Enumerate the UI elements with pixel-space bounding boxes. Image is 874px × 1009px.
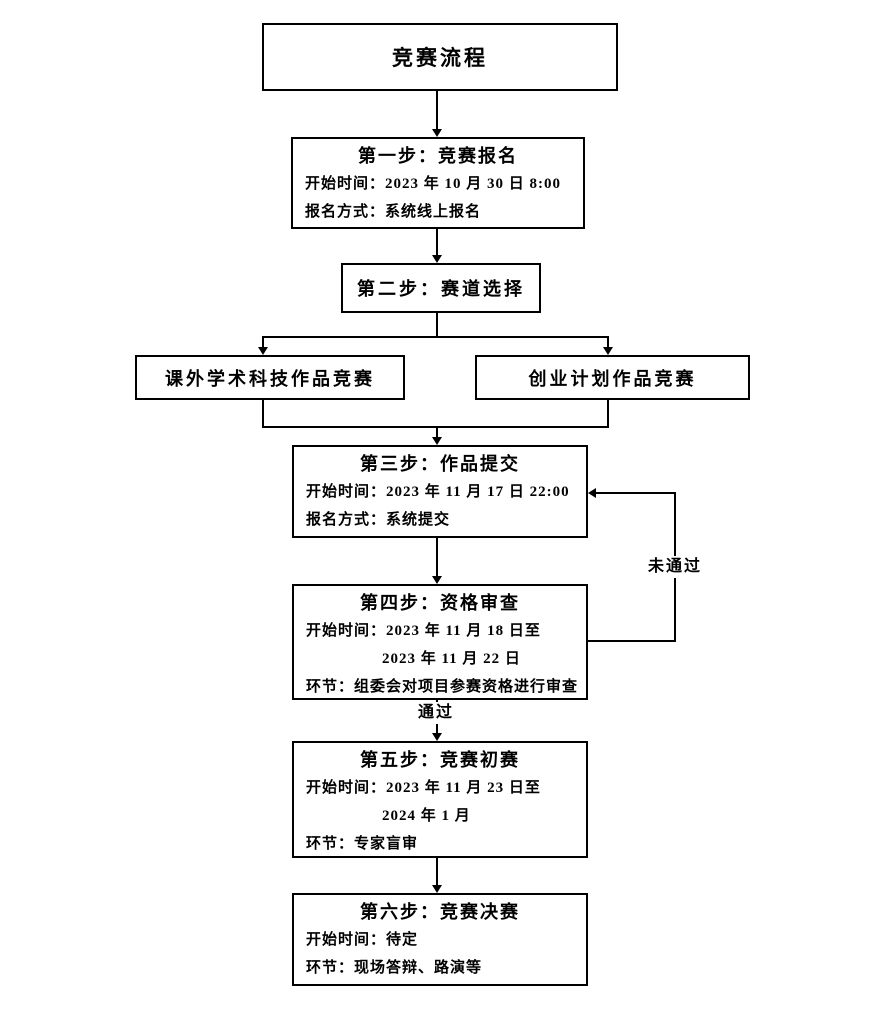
step6-line-session: 环节：现场答辩、路演等 [306, 960, 483, 976]
arrow-down-branch-left-icon [258, 347, 268, 355]
step5-line-end-time: 2024 年 1 月 [382, 808, 471, 824]
step3-title: 第三步：作品提交 [360, 454, 520, 474]
step2-box: 第二步：赛道选择 [341, 263, 541, 313]
step3-line-method: 报名方式：系统提交 [306, 512, 451, 528]
connector-merge-left-drop [262, 400, 264, 428]
step2-title: 第二步：赛道选择 [357, 279, 525, 299]
flow-title-box: 竞赛流程 [262, 23, 618, 91]
step4-title: 第四步：资格审查 [360, 593, 520, 613]
branch-entrepreneurship-box: 创业计划作品竞赛 [475, 355, 750, 400]
connector-merge-horizontal [262, 426, 609, 428]
step4-box: 第四步：资格审查 开始时间：2023 年 11 月 18 日至 2023 年 1… [292, 584, 588, 700]
arrow-down-step4-icon [432, 576, 442, 584]
branch-entrepreneurship-label: 创业计划作品竞赛 [528, 368, 697, 389]
step4-line-end-time: 2023 年 11 月 22 日 [382, 651, 521, 667]
arrow-down-step3-icon [432, 437, 442, 445]
step6-box: 第六步：竞赛决赛 开始时间：待定 环节：现场答辩、路演等 [292, 893, 588, 986]
connector-split-right-drop [607, 336, 609, 348]
connector-step5-step6-line [436, 858, 438, 887]
arrow-down-step5-icon [432, 733, 442, 741]
arrow-down-branch-right-icon [603, 347, 613, 355]
feedback-bottom-horizontal [588, 640, 676, 642]
arrow-down-step1-icon [432, 129, 442, 137]
arrow-down-step6-icon [432, 885, 442, 893]
step6-line-start-time: 开始时间：待定 [306, 932, 419, 948]
connector-merge-stem [436, 426, 438, 438]
edge-label-pass: 通过 [414, 702, 458, 724]
branch-academic-label: 课外学术科技作品竞赛 [165, 368, 375, 389]
step4-line-session: 环节：组委会对项目参赛资格进行审查 [306, 679, 579, 695]
branch-academic-box: 课外学术科技作品竞赛 [135, 355, 405, 400]
step1-line-start-time: 开始时间：2023 年 10 月 30 日 8:00 [305, 176, 561, 192]
step3-line-start-time: 开始时间：2023 年 11 月 17 日 22:00 [306, 484, 570, 500]
step1-line-method: 报名方式：系统线上报名 [305, 204, 482, 220]
connector-step3-step4-line [436, 538, 438, 578]
arrow-down-step2-icon [432, 255, 442, 263]
step4-line-start-time: 开始时间：2023 年 11 月 18 日至 [306, 623, 541, 639]
step5-box: 第五步：竞赛初赛 开始时间：2023 年 11 月 23 日至 2024 年 1… [292, 741, 588, 858]
connector-split-horizontal [262, 336, 609, 338]
connector-merge-right-drop [607, 400, 609, 428]
connector-step2-split-stem [436, 313, 438, 337]
step6-title: 第六步：竞赛决赛 [360, 902, 520, 922]
connector-split-left-drop [262, 336, 264, 348]
step5-line-session: 环节：专家盲审 [306, 836, 419, 852]
connector-title-step1-line [436, 91, 438, 130]
step1-box: 第一步：竞赛报名 开始时间：2023 年 10 月 30 日 8:00 报名方式… [291, 137, 585, 229]
flow-title-text: 竞赛流程 [392, 46, 488, 70]
edge-label-fail: 未通过 [644, 556, 706, 578]
connector-step1-step2-line [436, 229, 438, 256]
feedback-top-horizontal [596, 492, 676, 494]
step5-title: 第五步：竞赛初赛 [360, 750, 520, 770]
arrow-left-step3-icon [588, 488, 596, 498]
step3-box: 第三步：作品提交 开始时间：2023 年 11 月 17 日 22:00 报名方… [292, 445, 588, 538]
step1-title: 第一步：竞赛报名 [358, 146, 518, 166]
step5-line-start-time: 开始时间：2023 年 11 月 23 日至 [306, 780, 541, 796]
